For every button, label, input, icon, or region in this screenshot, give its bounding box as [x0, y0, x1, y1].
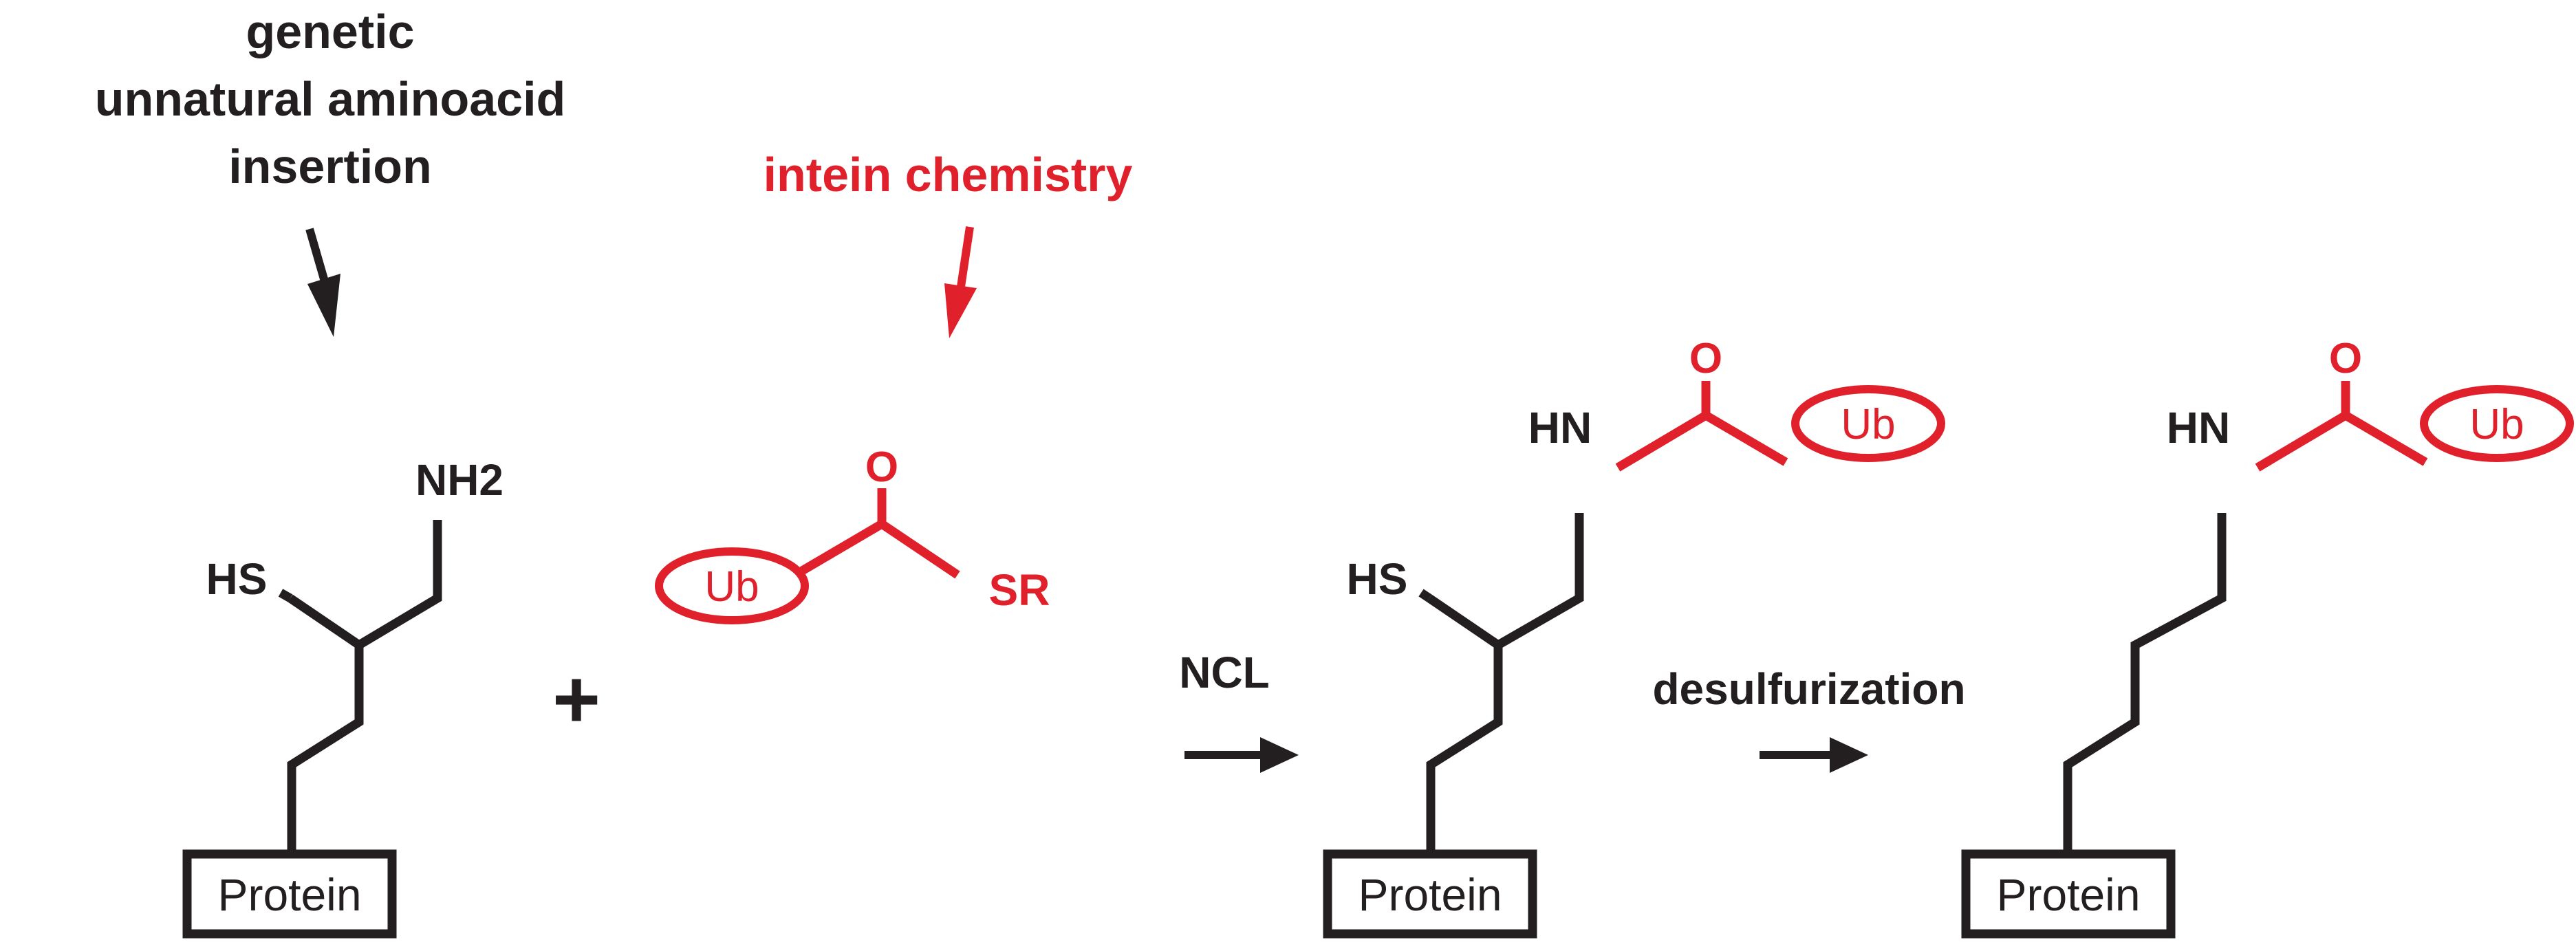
- product1-branch-to-amide: [1495, 513, 1584, 649]
- reagent1-protein-label: Protein: [217, 869, 361, 920]
- product2-ub-label: Ub: [2469, 401, 2524, 448]
- intein-annotation: intein chemistry: [764, 148, 1133, 338]
- step-desulfurization: desulfurization: [1652, 664, 1966, 773]
- ncl-arrow-head: [1260, 737, 1299, 773]
- reagent1-side-chain: [287, 594, 364, 853]
- reagent1-amine-label: NH2: [415, 455, 504, 505]
- step-ncl: NCL: [1179, 648, 1299, 773]
- genetic-annotation-line-2: unnatural aminoacid: [95, 72, 566, 126]
- product1-protein-box: [1323, 849, 1537, 939]
- reagent1-thiol-label: HS: [206, 554, 268, 604]
- genetic-annotation-line-1: genetic: [246, 5, 414, 58]
- reagent2-ub-label: Ub: [704, 563, 759, 611]
- reagent1-bond-to-thiol: [278, 589, 293, 602]
- genetic-annotation-line-3: insertion: [228, 140, 432, 193]
- product-lysine-ub-conjugate: HN O Ub Protein: [1961, 335, 2574, 939]
- genetic-arrow-head: [307, 274, 340, 337]
- reagent1-branch-to-amine: [356, 520, 442, 649]
- product1-ub-label: Ub: [1841, 401, 1895, 448]
- product1-carbonyl-oxygen: O: [1689, 335, 1722, 382]
- genetic-annotation: genetic unnatural aminoacid insertion: [95, 5, 566, 337]
- reagent2-ub-oval: [655, 547, 809, 624]
- desulfurization-arrow-head: [1830, 737, 1868, 773]
- product2-side-chain: [2063, 513, 2227, 853]
- desulfurization-label: desulfurization: [1652, 664, 1965, 714]
- reagent-protein-thiol-amine: HS NH2 Protein: [182, 455, 504, 939]
- product2-protein-box: [1961, 849, 2176, 939]
- product-thiol-ub-conjugate: HS HN O Ub Protein: [1323, 335, 1945, 939]
- product2-amide-label: HN: [2167, 403, 2230, 452]
- reagent2-thioester-label: SR: [989, 565, 1050, 615]
- intein-arrow-head: [944, 283, 977, 338]
- plus-sign: +: [552, 653, 600, 745]
- intein-arrow: [955, 226, 974, 296]
- reagent2-backbone: [792, 518, 960, 579]
- reagent-ubiquitin-thioester: O SR Ub: [655, 444, 1050, 624]
- ncl-label: NCL: [1179, 648, 1270, 697]
- product2-protein-label: Protein: [1996, 869, 2140, 920]
- product1-side-chain: [1426, 594, 1503, 853]
- product1-amide-label: HN: [1528, 403, 1592, 452]
- product1-ub-oval: [1791, 385, 1945, 462]
- product1-thiol-label: HS: [1347, 554, 1408, 604]
- product2-ub-oval: [2420, 385, 2574, 462]
- reagent1-protein-box: [182, 849, 397, 939]
- product1-amide-backbone: [1615, 410, 1788, 472]
- reagent2-carbonyl-oxygen: O: [865, 444, 898, 491]
- product2-carbonyl-oxygen: O: [2329, 335, 2362, 382]
- product2-amide-backbone: [2255, 410, 2428, 472]
- intein-annotation-text: intein chemistry: [764, 148, 1133, 201]
- product1-protein-label: Protein: [1358, 869, 1502, 920]
- product1-bond-to-thiol: [1418, 589, 1432, 602]
